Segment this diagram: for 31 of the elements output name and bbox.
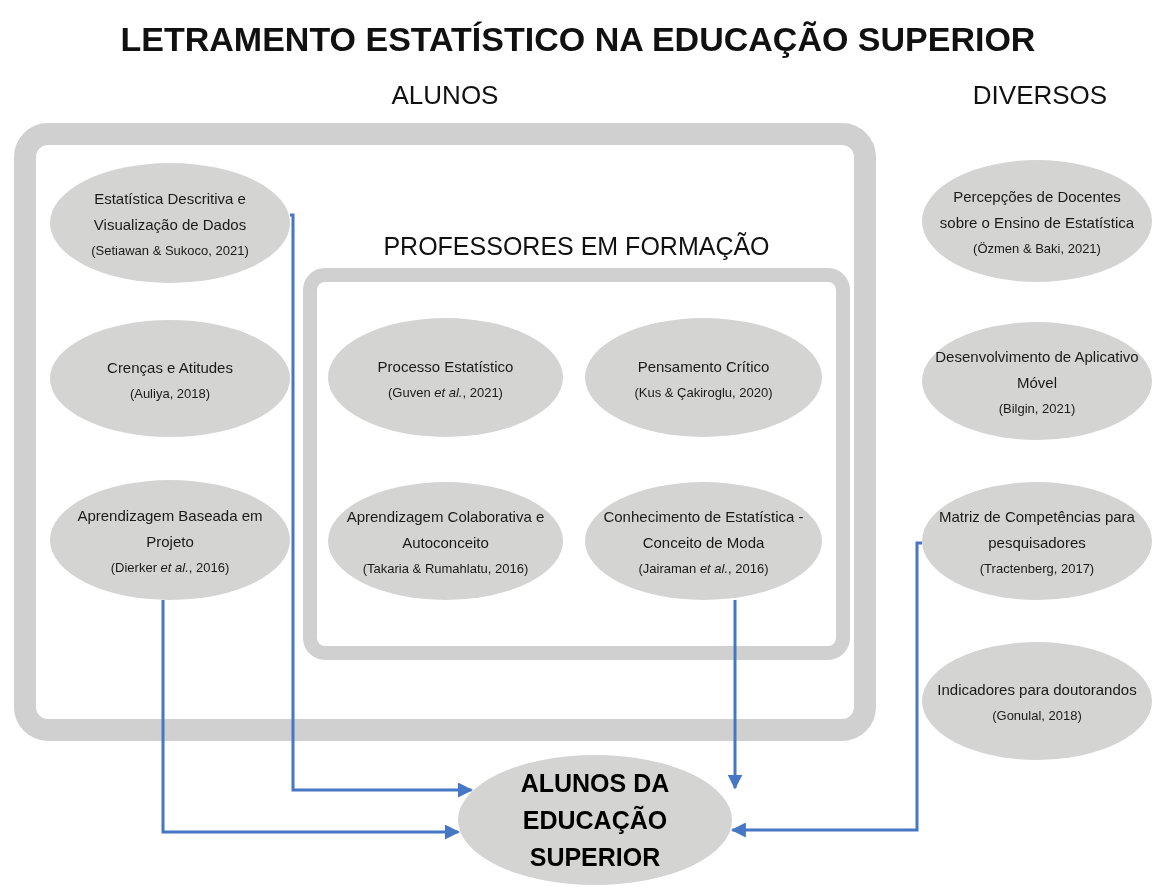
citation-text: (Jairaman et al., 2016) xyxy=(638,560,769,578)
column-heading: DIVERSOS xyxy=(971,79,1109,112)
topic-title: Estatística Descritiva e Visualização de Dados xyxy=(92,189,248,235)
topic-title: Pensamento Crítico xyxy=(637,356,770,377)
topic-title: Percepções de Docentes sobre o Ensino de Estatística xyxy=(938,187,1136,233)
topic-title: Matriz de Competências para pesquisadores xyxy=(938,507,1136,553)
citation-text: (Takaria & Rumahlatu, 2016) xyxy=(362,560,529,578)
group-heading: ALUNOS xyxy=(391,79,499,112)
topic-title: Desenvolvimento de Aplicativo Móvel xyxy=(934,347,1140,393)
topic-title: Aprendizagem Colaborativa e Autoconceito xyxy=(345,507,546,553)
citation-text: (Bilgin, 2021) xyxy=(998,400,1076,418)
citation-text: (Özmen & Baki, 2021) xyxy=(973,240,1101,258)
topic-title: Indicadores para doutorandos xyxy=(937,680,1137,700)
arrow xyxy=(288,213,473,798)
arrow xyxy=(730,541,922,838)
topic-title: Processo Estatístico xyxy=(377,356,514,377)
citation-text: (Auliya, 2018) xyxy=(129,384,211,403)
target-title: ALUNOS DA EDUCAÇÃO SUPERIOR xyxy=(519,767,671,873)
diagram-title: LETRAMENTO ESTATÍSTICO NA EDUCAÇÃO SUPERIOR xyxy=(120,19,1036,60)
topic-title: Crenças e Atitudes xyxy=(107,357,233,378)
topic-title: Aprendizagem Baseada em Projeto xyxy=(76,506,264,552)
citation-text: (Dierker et al., 2016) xyxy=(110,559,230,577)
citation-text: (Kus & Çakiroglu, 2020) xyxy=(634,383,773,402)
citation-text: (Setiawan & Sukoco, 2021) xyxy=(91,242,249,260)
arrow xyxy=(727,600,743,790)
citation-text: (Guven et al., 2021) xyxy=(388,383,503,402)
group-heading: PROFESSORES EM FORMAÇÃO xyxy=(383,231,770,262)
citation-text: (Tractenberg, 2017) xyxy=(979,560,1095,578)
topic-title: Conhecimento de Estatística - Conceito de Moda xyxy=(602,507,805,553)
arrow xyxy=(161,600,460,840)
citation-text: (Gonulal, 2018) xyxy=(992,707,1082,725)
